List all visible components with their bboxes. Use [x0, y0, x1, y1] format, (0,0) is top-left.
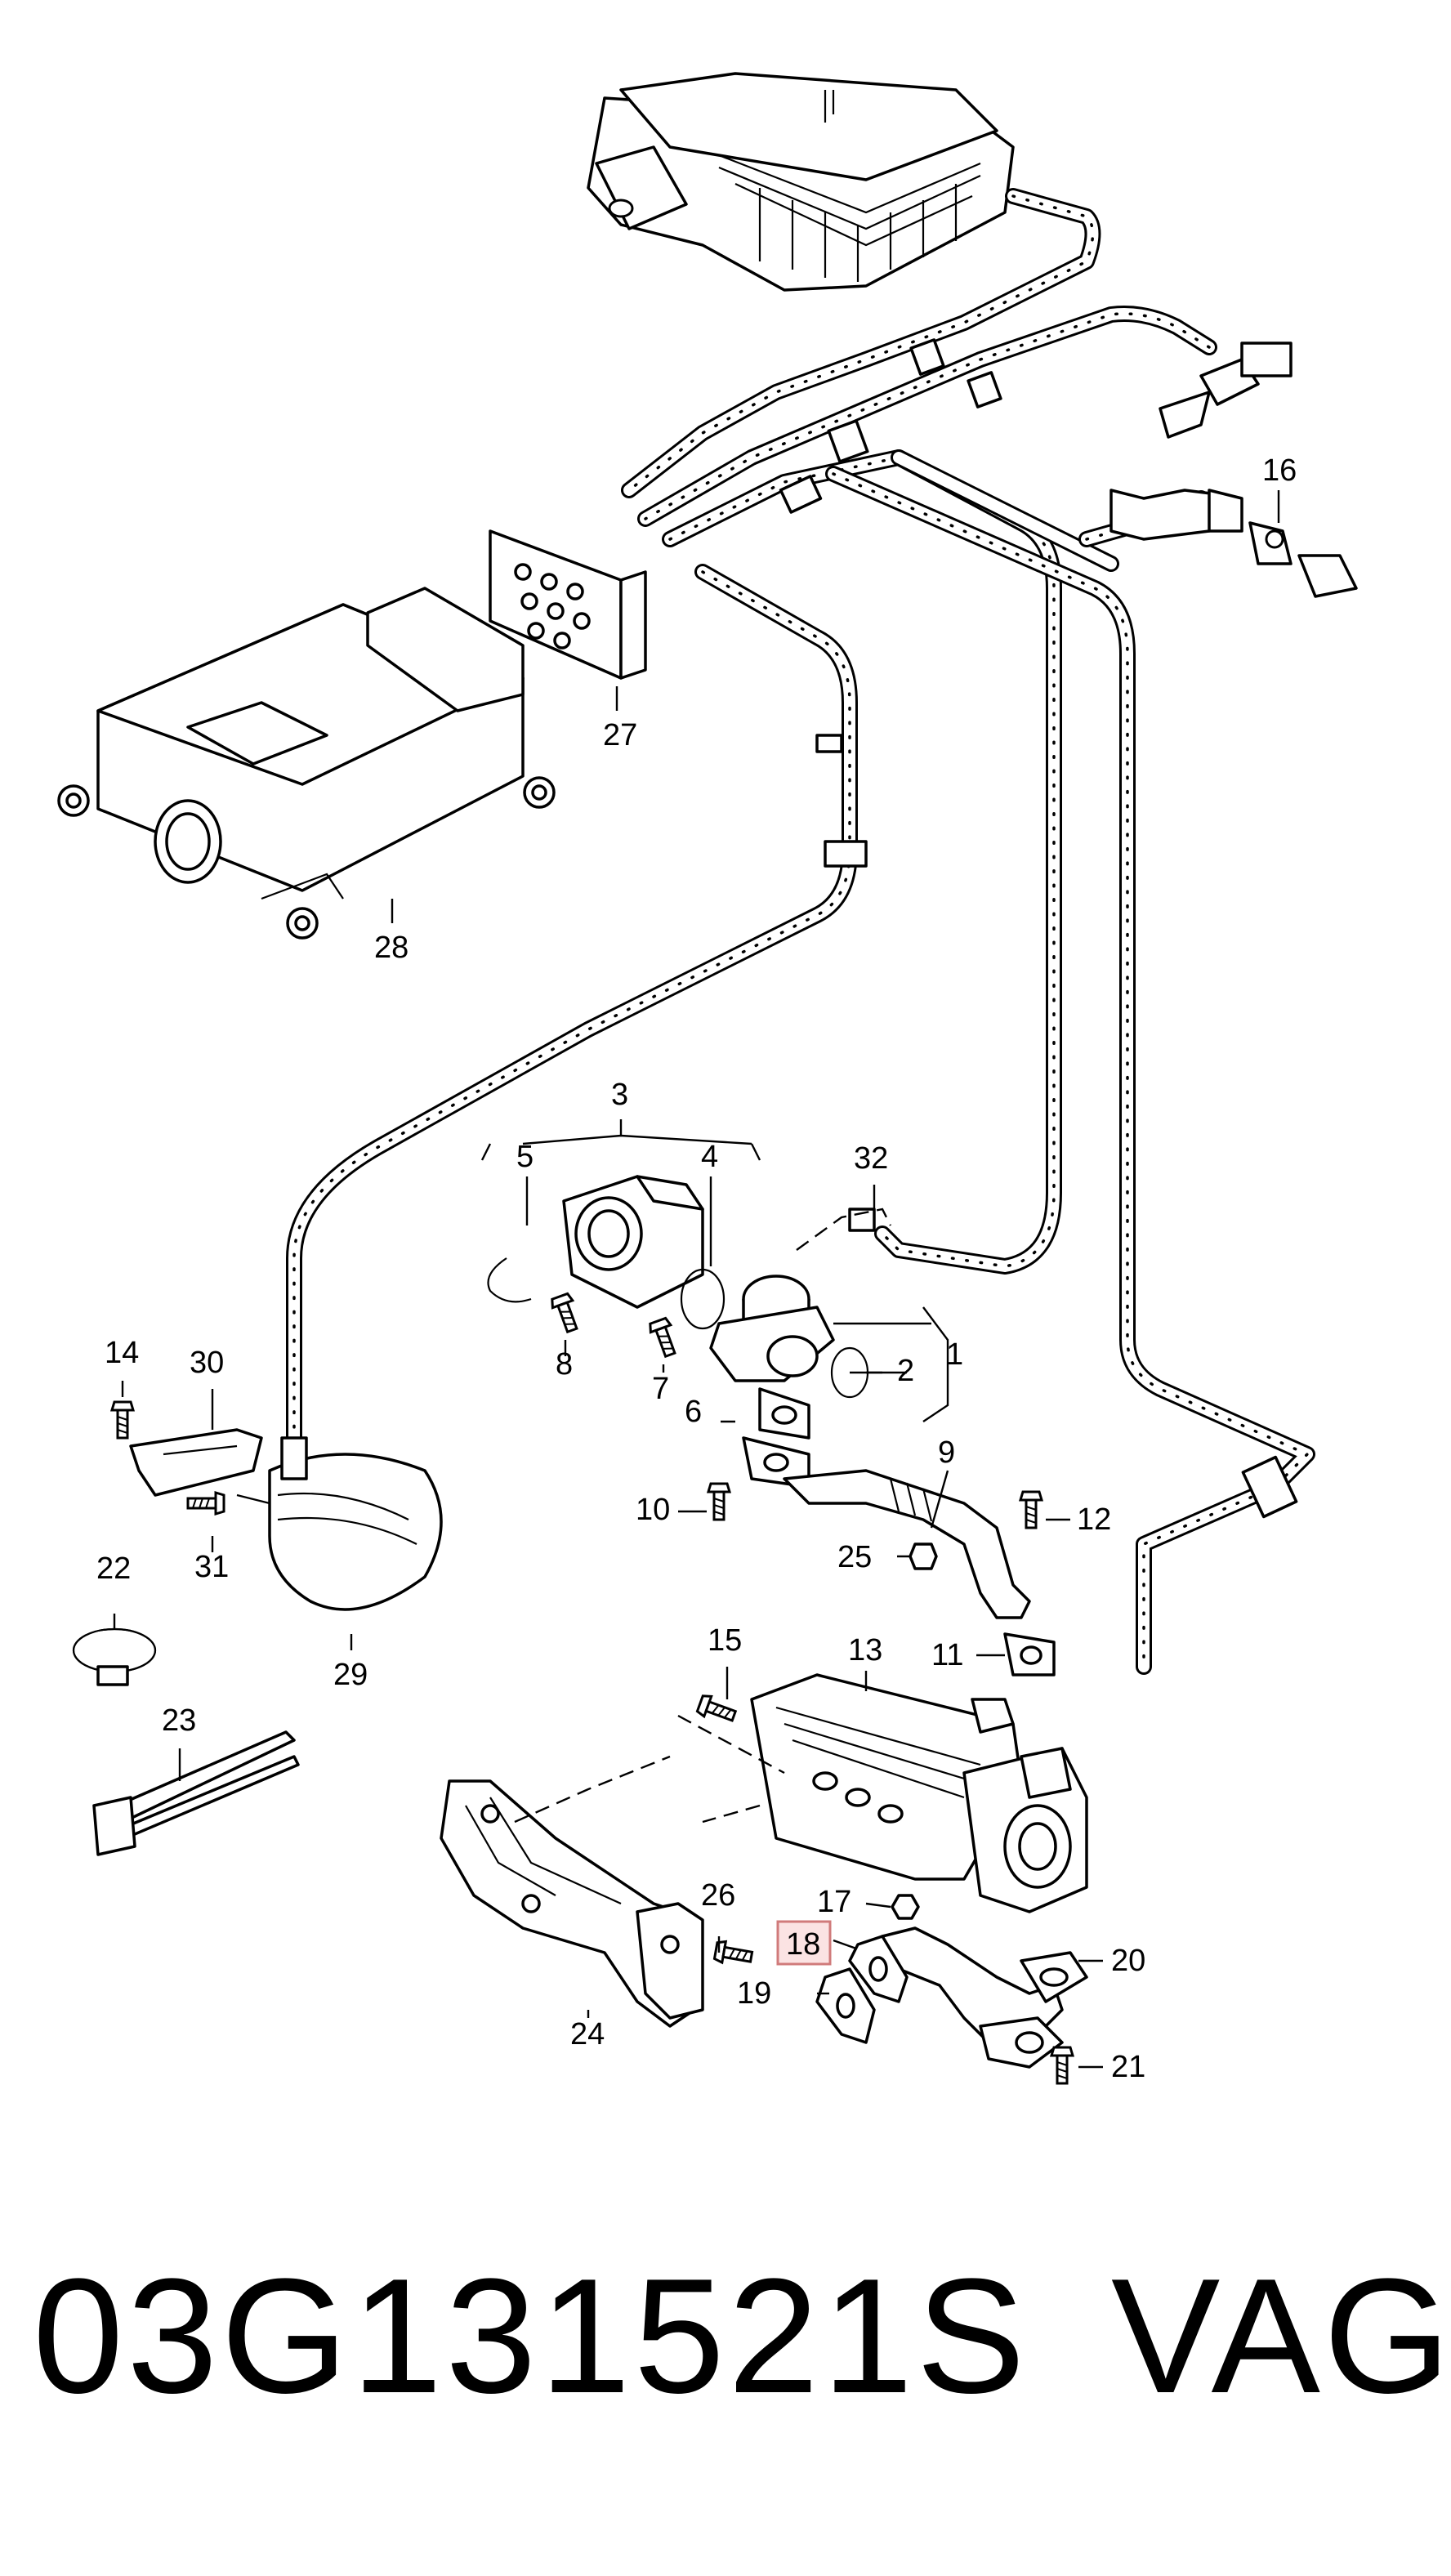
callout-19: 19	[737, 1976, 771, 2011]
callout-6: 6	[685, 1395, 702, 1429]
callout-32: 32	[854, 1141, 888, 1176]
callout-23: 23	[162, 1703, 196, 1738]
part-number-footer: 03G131521S VAG	[33, 2245, 1451, 2500]
callout-11: 11	[931, 1638, 963, 1672]
gasket-part-18	[848, 1935, 909, 2003]
gasket-part-19	[815, 1967, 876, 2044]
callout-12: 12	[1077, 1502, 1111, 1537]
brand-label: VAG	[1111, 2245, 1451, 2427]
control-unit-part-28	[57, 587, 556, 940]
callout-15: 15	[708, 1623, 742, 1658]
callout-24: 24	[570, 2017, 605, 2051]
callout-7: 7	[652, 1372, 669, 1406]
callout-4: 4	[701, 1140, 718, 1174]
callout-31: 31	[194, 1550, 229, 1584]
callout-3: 3	[611, 1078, 628, 1112]
callout-29: 29	[333, 1658, 368, 1692]
callout-8: 8	[556, 1347, 573, 1382]
callout-18-highlight	[776, 1920, 832, 1966]
callout-27: 27	[603, 718, 637, 752]
callout-2: 2	[897, 1354, 914, 1388]
callout-5: 5	[516, 1140, 534, 1174]
leader-lines	[113, 490, 1280, 2069]
mounting-bracket-part-24	[440, 1755, 755, 2028]
callout-labels: 3 5 4 32 1 2 6 7 8 9 10 12 25 11 15 13 1…	[96, 453, 1297, 2084]
hose-connector-part-16	[1109, 342, 1358, 598]
callout-14: 14	[105, 1336, 139, 1370]
hose-clamp-part-22	[72, 1627, 157, 1686]
callout-17: 17	[817, 1885, 851, 1919]
callout-21: 21	[1111, 2050, 1145, 2084]
callout-26: 26	[701, 1878, 735, 1913]
callout-13: 13	[848, 1633, 882, 1667]
callout-20: 20	[1111, 1944, 1145, 1978]
cable-tie-part-23	[92, 1730, 300, 1856]
callout-10: 10	[636, 1493, 670, 1527]
egr-pipe-part-20	[881, 1894, 1088, 2085]
part-number: 03G131521S	[33, 2245, 1029, 2427]
egr-cooler-part-13	[677, 1673, 1088, 1913]
callout-25: 25	[837, 1540, 872, 1574]
air-filter-housing	[587, 72, 1015, 292]
callout-16: 16	[1262, 453, 1297, 488]
callout-1: 1	[946, 1337, 963, 1372]
callout-28: 28	[374, 931, 409, 965]
bracket-part-30	[110, 1400, 263, 1516]
callout-9: 9	[938, 1435, 955, 1470]
vacuum-hose-harness	[286, 188, 1315, 1675]
egr-pipe-part-9	[707, 1469, 1056, 1676]
callout-30: 30	[190, 1346, 224, 1380]
callout-18: 18	[786, 1927, 820, 1962]
vacuum-actuator-part-29	[236, 1436, 443, 1611]
egr-valve-assembly	[487, 1175, 892, 1489]
electrical-connector-part-27	[489, 529, 647, 680]
callout-22: 22	[96, 1551, 131, 1586]
